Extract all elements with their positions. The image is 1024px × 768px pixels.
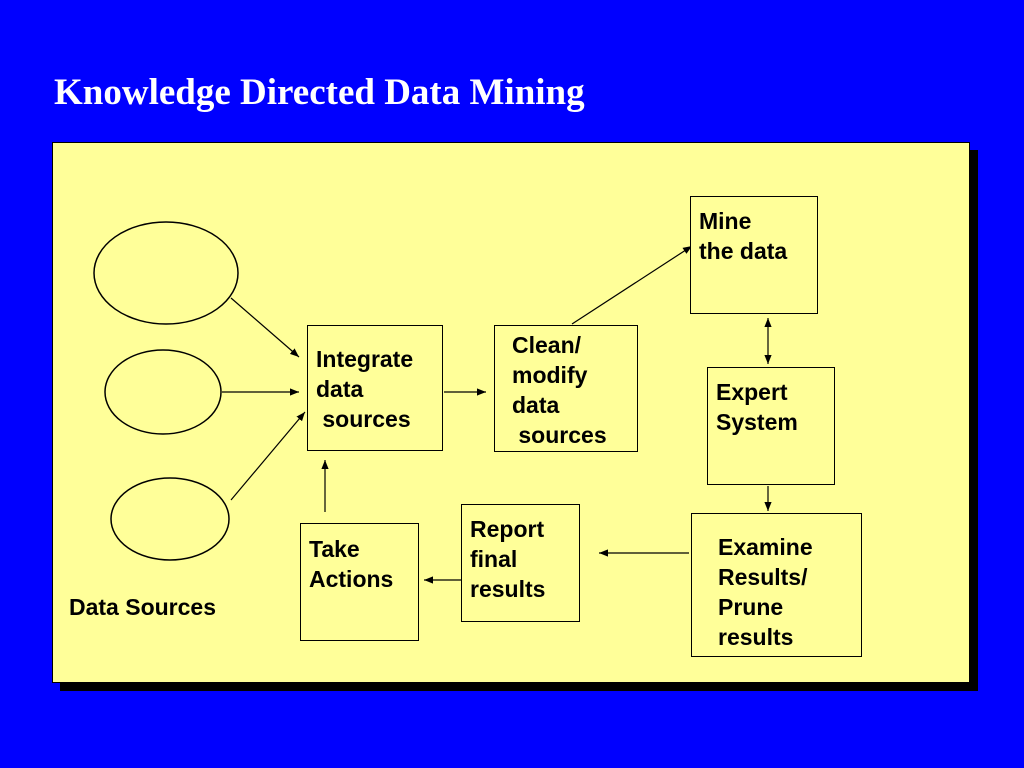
integrate-box [307,325,443,451]
clean-label: Clean/ modify data sources [512,332,607,448]
arrow-clean-mine [571,245,693,325]
report-box [461,504,580,622]
examine-label: Examine Results/ Prune results [718,534,813,650]
arrow-source3-integrate [230,411,306,501]
data-source-ellipse-2 [104,349,222,435]
examine-box [691,513,862,657]
mine-label: Mine the data [699,208,788,264]
expert-label: Expert System [716,379,798,435]
report-label: Report final results [470,516,546,602]
mine-box [690,196,818,314]
take-actions-box [300,523,419,641]
slide-title: Knowledge Directed Data Mining [54,72,585,113]
take-actions-label: Take Actions [309,536,394,592]
data-source-ellipse-1 [93,221,239,325]
integrate-label: Integrate data sources [316,346,414,432]
data-source-ellipse-3 [110,477,230,561]
clean-box [494,325,638,452]
arrow-source1-integrate [230,297,300,358]
expert-box [707,367,835,485]
data-sources-label: Data Sources [69,594,217,620]
